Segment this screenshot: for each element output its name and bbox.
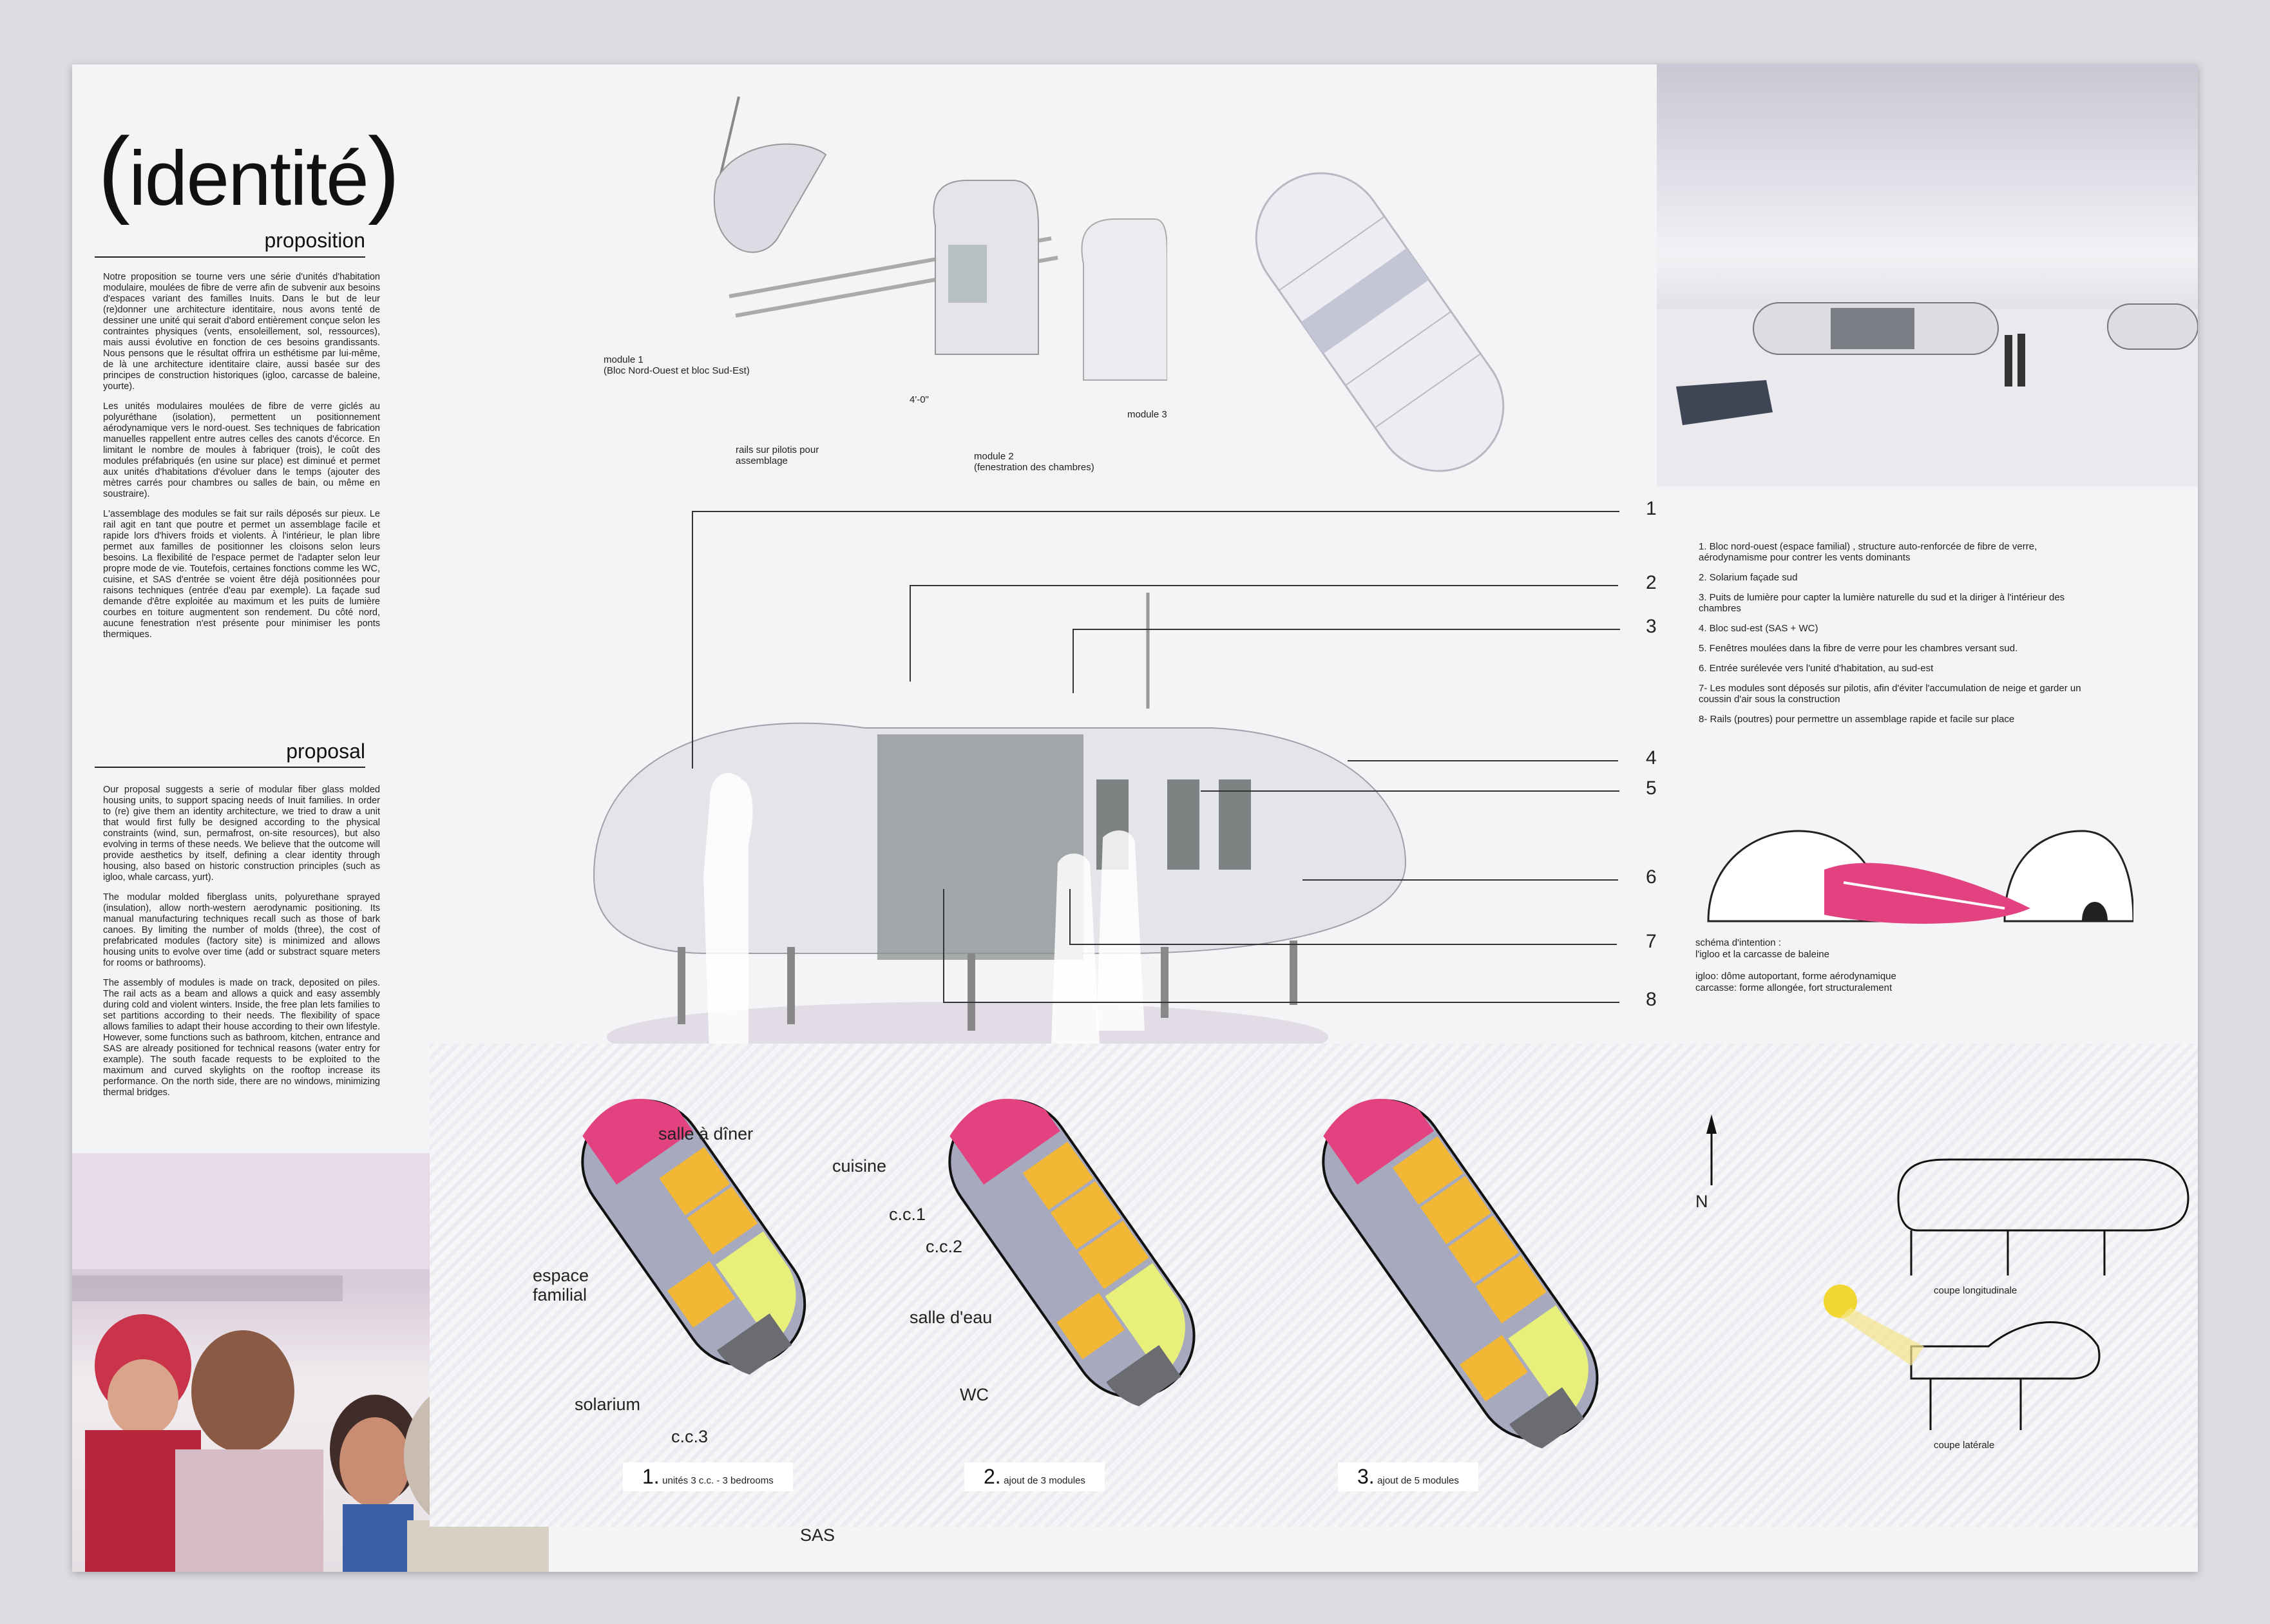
poster-board: (identité) proposition Notre proposition…: [72, 64, 2198, 1572]
module2-sub: (fenestration des chambres): [974, 462, 1094, 473]
site-render-photo: [1657, 64, 2198, 486]
module1-label: module 1: [604, 354, 644, 365]
paragraph: Notre proposition se tourne vers une sér…: [103, 272, 380, 392]
callout-leader: [1069, 944, 1617, 945]
exploded-view: module 1(Bloc Nord-Ouest et bloc Sud-Est…: [523, 77, 1168, 515]
label-cc1: c.c.1: [889, 1205, 926, 1224]
body-text-en: Our proposal suggests a serie of modular…: [103, 785, 380, 1107]
legend-item: 8- Rails (poutres) pour permettre un ass…: [1699, 714, 2015, 725]
callout-leader: [1073, 629, 1620, 630]
paragraph: Our proposal suggests a serie of modular…: [103, 785, 380, 883]
title-text: identité: [128, 135, 369, 222]
plan-caption-3: 3. ajout de 5 modules: [1338, 1462, 1478, 1491]
paragraph: L'assemblage des modules se fait sur rai…: [103, 509, 380, 640]
legend-item: 2. Solarium façade sud: [1699, 572, 1798, 583]
callout-leader: [943, 889, 944, 1002]
rails-label: rails sur pilotis pour: [736, 444, 819, 455]
igloo-whale-schema: schéma d'intention : l'igloo et la carca…: [1695, 792, 2135, 1005]
roof-plan-view: [1232, 142, 1528, 502]
legend-item: 6. Entrée surélevée vers l'unité d'habit…: [1699, 663, 1934, 674]
module1-sub: (Bloc Nord-Ouest et bloc Sud-Est): [604, 365, 750, 376]
legend-list: 1. Bloc nord-ouest (espace familial) , s…: [1699, 541, 2098, 734]
label-salle-diner: salle à dîner: [658, 1124, 754, 1143]
section-rule: [95, 767, 365, 768]
plan-caption: ajout de 3 modules: [1004, 1475, 1085, 1486]
label-solarium: solarium: [575, 1395, 641, 1414]
callout-leader: [910, 585, 911, 682]
section-title-fr: proposition: [264, 229, 365, 252]
section-title-en: proposal: [286, 740, 365, 763]
callout-leader: [943, 1002, 1619, 1003]
label-wc: WC: [960, 1385, 989, 1404]
callout-leader: [910, 585, 1618, 586]
callout-8: 8: [1646, 989, 1657, 1010]
dimension-label: 4'-0": [910, 394, 929, 405]
callout-1: 1: [1646, 498, 1657, 519]
section-rule: [95, 256, 365, 258]
schema-note-igloo: igloo: dôme autoportant, forme aérodynam…: [1695, 971, 1896, 982]
label-cuisine: cuisine: [832, 1156, 887, 1176]
label-cc3: c.c.3: [671, 1427, 709, 1446]
section-lat-label: coupe latérale: [1934, 1440, 1995, 1451]
callout-leader: [1302, 879, 1618, 881]
label-salle-eau: salle d'eau: [910, 1308, 993, 1327]
logo-identite: (identité): [98, 117, 400, 225]
plan-caption-2: 2. ajout de 3 modules: [964, 1462, 1105, 1491]
callout-leader: [1073, 629, 1074, 693]
callout-2: 2: [1646, 572, 1657, 593]
label-cc2: c.c.2: [926, 1237, 963, 1256]
paragraph: Les unités modulaires moulées de fibre d…: [103, 401, 380, 499]
main-render: [517, 541, 1579, 1095]
paragraph: The modular molded fiberglass units, pol…: [103, 892, 380, 968]
legend-item: 3. Puits de lumière pour capter la lumiè…: [1699, 592, 2065, 614]
paragraph: The assembly of modules is made on track…: [103, 978, 380, 1098]
callout-4: 4: [1646, 747, 1657, 769]
plan-number: 3.: [1357, 1465, 1375, 1488]
label-espace: espace: [533, 1266, 589, 1285]
callout-leader: [1201, 790, 1619, 792]
callout-leader: [1348, 760, 1618, 761]
callout-5: 5: [1646, 778, 1657, 799]
callout-leader: [692, 511, 693, 769]
callout-leader: [1069, 889, 1071, 944]
schema-note-carcass: carcasse: forme allongée, fort structura…: [1695, 982, 1893, 993]
callout-6: 6: [1646, 866, 1657, 888]
legend-item: 1. Bloc nord-ouest (espace familial) , s…: [1699, 541, 2037, 563]
module3-label: module 3: [1127, 409, 1167, 420]
callout-3: 3: [1646, 616, 1657, 637]
plan-caption: ajout de 5 modules: [1377, 1475, 1459, 1486]
schema-title: schéma d'intention :: [1695, 937, 1781, 948]
label-sas: SAS: [800, 1525, 835, 1545]
label-familial: familial: [533, 1285, 587, 1304]
floor-plans: salle à dîner cuisine c.c.1 c.c.2 espace…: [430, 1044, 2198, 1545]
legend-item: 7- Les modules sont déposés sur pilotis,…: [1699, 683, 2081, 705]
rails-sub: assemblage: [736, 455, 788, 466]
module2-label: module 2: [974, 451, 1014, 462]
section-long-label: coupe longitudinale: [1934, 1285, 2017, 1296]
callout-7: 7: [1646, 931, 1657, 952]
legend-item: 4. Bloc sud-est (SAS + WC): [1699, 623, 1818, 634]
schema-sub: l'igloo et la carcasse de baleine: [1695, 949, 1829, 960]
plan-number: 1.: [642, 1465, 660, 1488]
legend-item: 5. Fenêtres moulées dans la fibre de ver…: [1699, 643, 2018, 654]
callout-leader: [692, 511, 1619, 512]
plan-caption: unités 3 c.c. - 3 bedrooms: [662, 1475, 774, 1486]
north-arrow-label: N: [1695, 1192, 1708, 1211]
body-text-fr: Notre proposition se tourne vers une sér…: [103, 272, 380, 649]
plan-caption-1: 1. unités 3 c.c. - 3 bedrooms: [623, 1462, 793, 1491]
plan-number: 2.: [984, 1465, 1001, 1488]
